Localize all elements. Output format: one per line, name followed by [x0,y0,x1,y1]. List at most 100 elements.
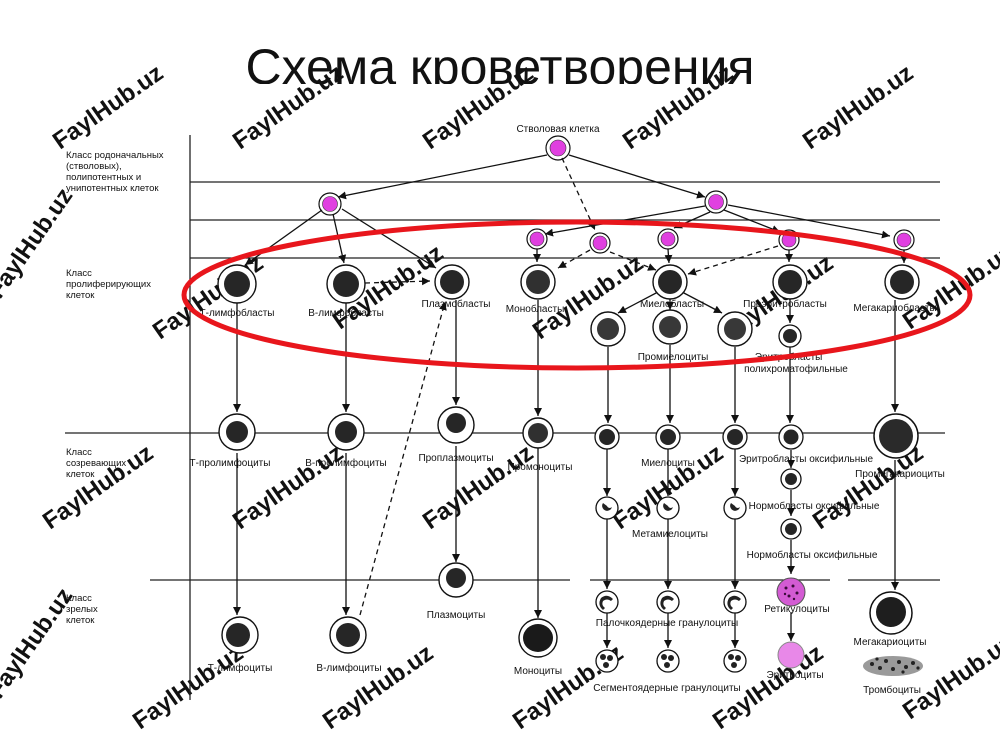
segmented-granulocyte-cell [595,649,619,673]
unipotent-cell [778,229,800,251]
label-proplasmocytes: Проплазмоциты [418,453,493,464]
segmented-granulocyte-cell [656,649,680,673]
label-metamyelocytes: Метамиелоциты [632,529,708,540]
myeloid-progenitor-cell [704,190,728,214]
megakaryocyte-cell [869,591,913,635]
label-t-lymphocytes: Т-лимфоциты [208,662,273,674]
label-stem-cell: Стволовая клетка [516,124,600,135]
label-t-prolymphocytes: Т-пролимфоциты [190,457,271,469]
label-promonocytes: Промоноциты [508,462,573,473]
plasmoblast-cell [434,264,470,300]
label-promegakaryocytes: Промегакариоциты [855,469,945,480]
arrow [359,301,447,616]
label-normoblasts-2: Нормобласты оксифильные [747,549,878,561]
band-granulocyte-cell [656,590,680,614]
label-segmented-granulocytes: Сегментоядерные гранулоциты [593,683,741,694]
arrow [544,205,706,237]
t-prolymphocyte-cell [218,413,256,451]
b-prolymphocyte-cell [327,413,365,451]
unipotent-cell [526,228,548,250]
arrow [341,208,437,269]
class-dividers [65,135,945,700]
oxyphilic-erythroblast-cell [778,424,804,450]
reticulocyte-cell [776,577,806,607]
t-lymphoblast-cell [217,264,257,304]
arrow [557,249,591,269]
label-normoblasts-1: Нормобласты оксифильные [749,500,880,512]
label-myeloblasts: Миелобласты [640,298,704,310]
label-b-prolymphocytes: В-пролимфоциты [305,457,386,469]
arrow [617,291,659,314]
erythrocyte-cell [777,641,805,669]
promyelocyte-cell [590,311,626,347]
watermark: FaylHub.uz [38,439,158,535]
myelocyte-cell [594,424,620,450]
myelocyte-cell [722,424,748,450]
unipotent-cell [893,229,915,251]
arrow [568,154,706,199]
arrow [687,245,779,276]
label-erythrocytes: Эритроциты [766,670,823,681]
class-label-maturing: Класс созревающих клеток [66,447,129,480]
metamyelocyte-cell [656,496,680,520]
metamyelocyte-cell [723,496,747,520]
monoblast-cell [520,264,556,300]
label-thrombocytes: Тромбоциты [863,684,921,696]
b-lymphocyte-cell [329,616,367,654]
proplasmocyte-cell [437,406,475,444]
arrow [723,209,781,233]
promyelocyte-cell [717,311,753,347]
watermark: FaylHub.uz [228,439,348,535]
label-erythroblasts-oxyphilic: Эритробласты оксифильные [739,453,873,465]
normoblast-cell [780,518,802,540]
segmented-granulocyte-cell [723,649,747,673]
blast-cells [217,264,920,348]
label-proerythroblasts: Проэритробласты [743,298,827,310]
proerythroblast-cell [772,264,808,300]
megakaryoblast-cell [884,264,920,300]
watermark: FaylHub.uz [318,639,438,735]
polychromatophilic-erythroblast-cell [778,324,802,348]
promyelocyte-cell [652,309,688,345]
t-lymphocyte-cell [221,616,259,654]
b-lymphoblast-cell [326,264,366,304]
label-megakaryoblasts: Мегакариобласты [853,302,936,314]
arrow [337,154,548,200]
unipotent-cell [657,228,679,250]
normoblast-cell [780,468,802,490]
label-b-lymphocytes: В-лимфоциты [316,662,381,674]
mature-cells [221,562,923,676]
class-label-proliferating: Класс пролиферирующих клеток [66,268,154,301]
lymphoid-progenitor-cell [318,192,342,216]
myeloblast-cell [652,264,688,300]
unipotent-cell [589,232,611,254]
maturing-cells [218,406,919,540]
band-granulocyte-cell [595,590,619,614]
monocyte-cell [518,618,558,658]
myelocyte-cell [655,424,681,450]
band-granulocyte-cell [723,590,747,614]
promonocyte-cell [522,417,554,449]
label-megakaryocytes: Мегакариоциты [854,637,927,648]
label-monocytes: Моноциты [514,666,562,677]
label-plasmoblasts: Плазмобласты [422,298,491,310]
arrows [233,154,908,648]
label-b-lymphoblasts: В-лимфобласты [308,307,384,319]
arrow [364,277,431,286]
label-monoblasts: Монобласты [506,303,565,315]
label-promyelocytes: Промиелоциты [638,352,709,363]
arrow [561,157,596,231]
stem-cell [545,135,571,161]
promegakaryocyte-cell [873,413,919,459]
arrow [244,209,323,266]
label-myelocytes: Миелоциты [641,458,695,469]
label-band-granulocytes: Палочкоядерные гранулоциты [596,618,738,629]
arrow [681,291,723,314]
class-label-mature: Класс зрелых клеток [66,593,100,626]
label-plasmocytes: Плазмоциты [427,610,486,621]
label-t-lymphoblasts: Т-лимфобласты [200,307,275,319]
stem-cells [318,135,915,254]
slide-title: Схема кроветворения [245,39,755,84]
